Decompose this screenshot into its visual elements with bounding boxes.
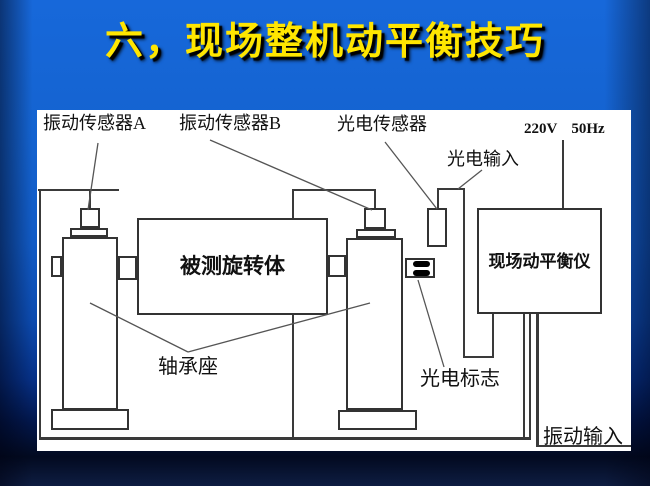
leader-sensor-b: [209, 139, 373, 211]
leader-photo-mark: [417, 279, 445, 368]
wire-notch-horizontal: [536, 445, 631, 447]
wire-sensor-b-horizontal: [292, 189, 376, 191]
vibration-input-label: 振动输入: [543, 426, 623, 448]
wire-photo-to-balancer: [492, 314, 494, 358]
diagram-panel: 被测旋转体 现场动平衡仪 振动传感器A 振动传感器B 光电传感器 220V 50H…: [37, 110, 631, 451]
wire-bottom-run: [39, 437, 531, 440]
left-pedestal-column: [62, 237, 118, 410]
wire-photo-down: [463, 188, 465, 358]
leader-photo-sensor: [384, 141, 438, 210]
wire-sensor-a-drop: [89, 189, 91, 208]
power-frequency: 50Hz: [571, 121, 605, 137]
wire-vibration-cable-1: [523, 314, 525, 439]
wire-sensor-a-horizontal: [38, 189, 119, 191]
left-pedestal-base: [51, 409, 129, 430]
wire-left-edge-vertical: [39, 189, 41, 439]
leader-photo-input: [457, 169, 483, 190]
right-pedestal-base: [338, 410, 417, 430]
photo-input-label: 光电输入: [447, 149, 519, 169]
balancer-box: 现场动平衡仪: [477, 208, 602, 314]
sensor-a-label: 振动传感器A: [43, 113, 146, 133]
photo-sensor-box: [427, 208, 447, 247]
vibration-sensor-b-body: [364, 208, 386, 229]
wire-vibration-cable-2: [529, 314, 531, 439]
sensor-b-label: 振动传感器B: [179, 113, 282, 133]
wire-power-line: [562, 140, 564, 208]
photo-mark-label: 光电标志: [420, 368, 500, 390]
left-shaft-tab: [51, 256, 62, 277]
right-shaft-stub: [328, 255, 346, 277]
wire-photo-up: [437, 188, 439, 208]
wire-photo-bottom: [463, 356, 494, 358]
bearing-seat-label: 轴承座: [158, 356, 218, 378]
photo-mark-bar: [413, 261, 430, 267]
photo-mark-box: [405, 258, 435, 278]
rotor-box: 被测旋转体: [137, 218, 328, 315]
photo-sensor-label: 光电传感器: [337, 114, 427, 134]
slide-title: 六，现场整机动平衡技巧: [104, 21, 545, 63]
balancer-label: 现场动平衡仪: [488, 251, 591, 271]
power-voltage: 220V: [524, 121, 558, 137]
wire-sensor-b-drop: [374, 189, 376, 208]
wire-photo-top: [437, 188, 465, 190]
vibration-sensor-a-body: [80, 208, 100, 228]
photo-mark-bar: [413, 270, 430, 276]
power-label: 220V 50Hz: [524, 122, 605, 137]
right-pedestal-cap: [356, 229, 396, 238]
left-pedestal-cap: [70, 228, 108, 237]
right-pedestal-column: [346, 238, 403, 410]
left-shaft-stub: [118, 256, 137, 280]
rotor-label: 被测旋转体: [180, 254, 285, 278]
wire-notch-vertical: [536, 314, 539, 447]
